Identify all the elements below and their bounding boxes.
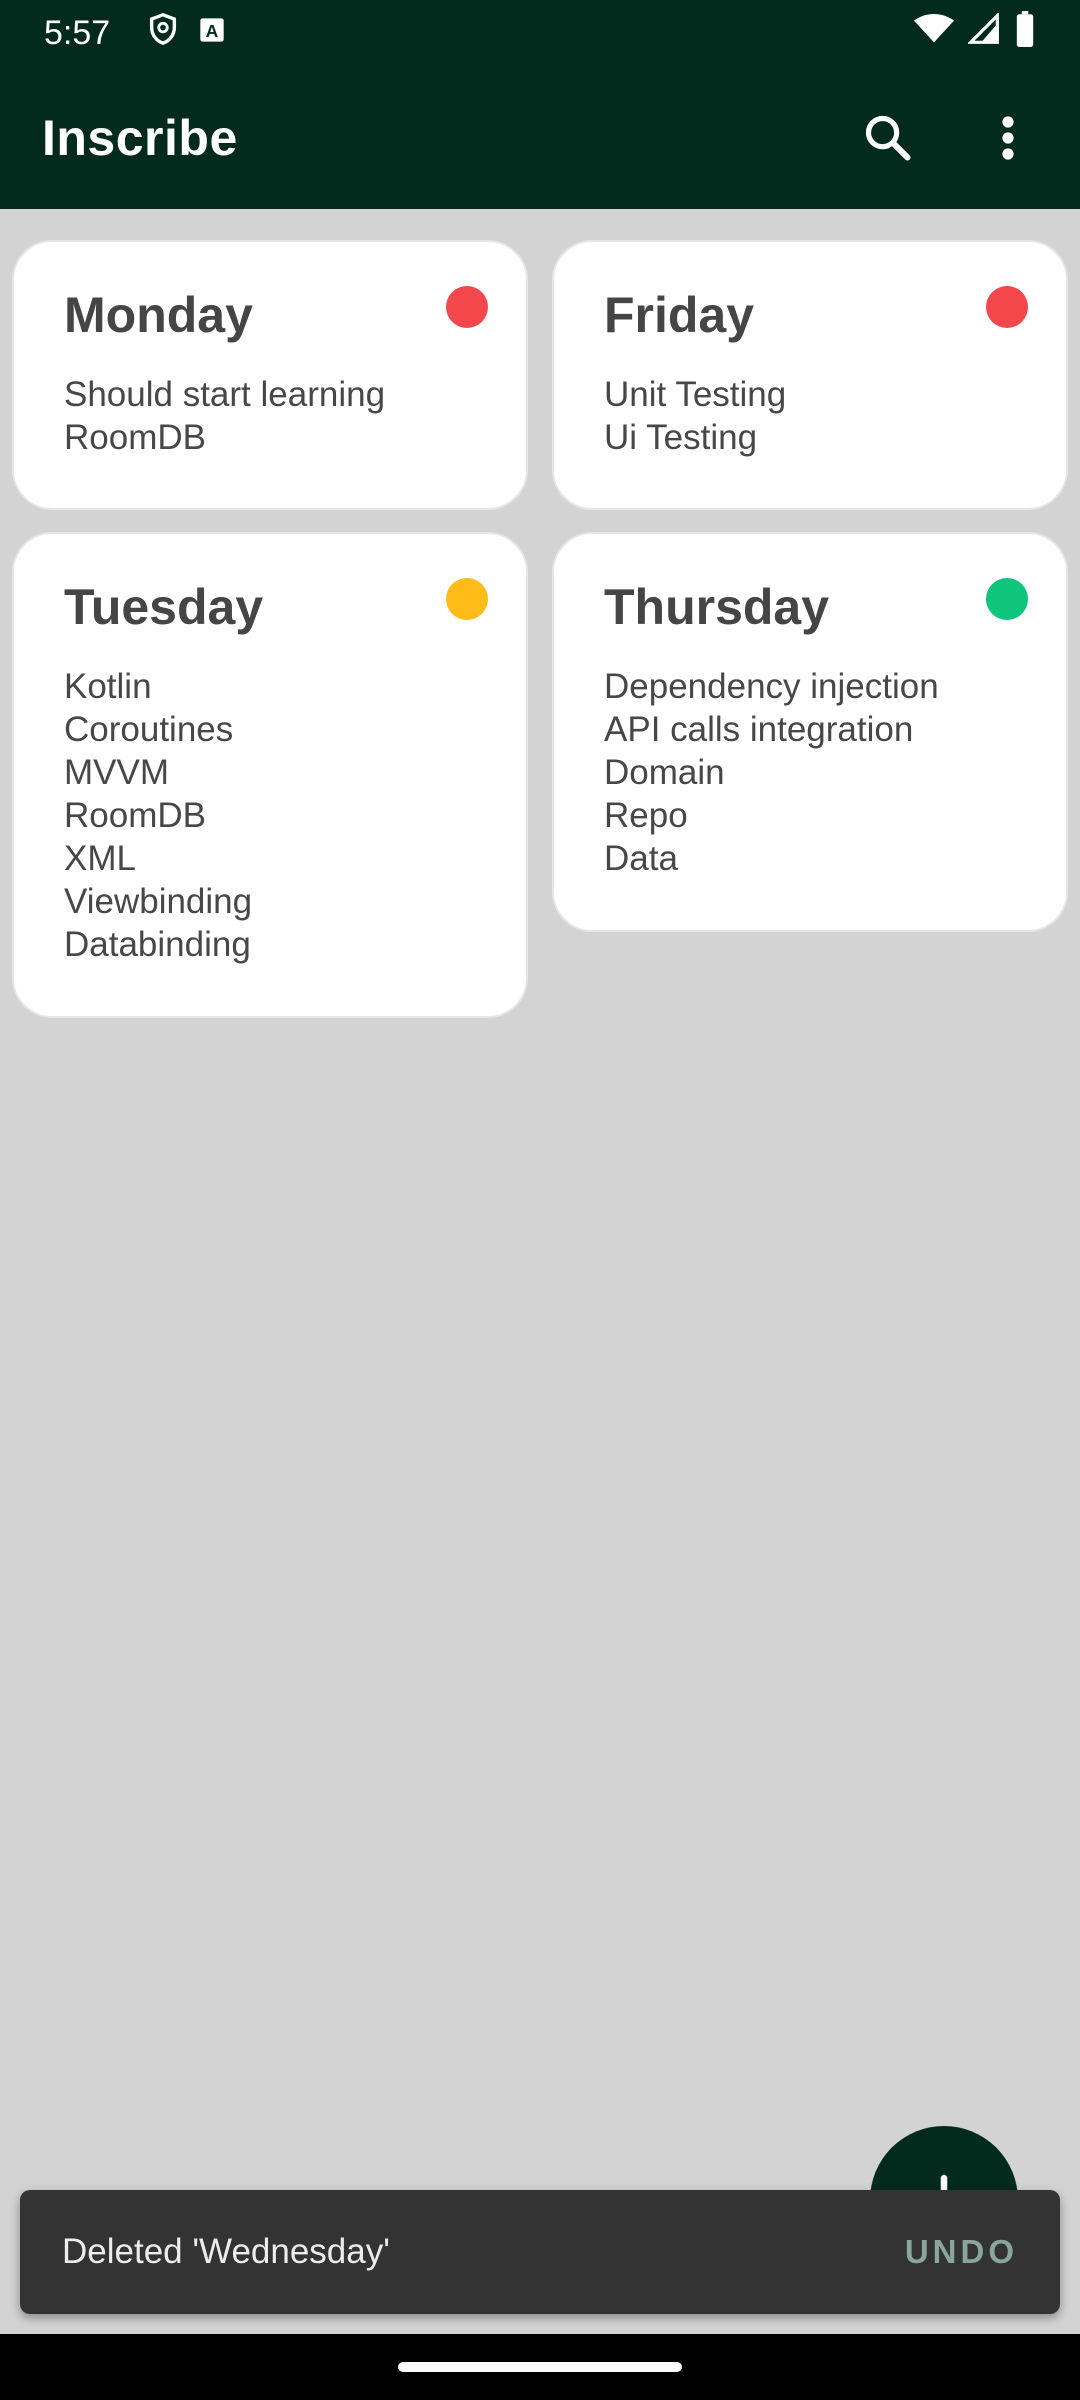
note-card-friday[interactable]: Friday Unit Testing Ui Testing: [552, 240, 1068, 510]
note-body: Unit Testing Ui Testing: [604, 375, 787, 457]
note-card-thursday[interactable]: Thursday Dependency injection API calls …: [552, 532, 1068, 932]
app-bar-actions: [858, 108, 1038, 168]
wifi-icon: [914, 13, 954, 54]
search-icon[interactable]: [858, 108, 918, 168]
shield-icon: [146, 11, 180, 56]
priority-dot: [986, 286, 1028, 328]
navigation-bar: [0, 2334, 1080, 2400]
note-card-monday[interactable]: Monday Should start learning RoomDB: [12, 240, 528, 510]
status-bar-left: 5:57 A: [44, 11, 226, 56]
note-title: Monday: [64, 287, 253, 343]
app-title: Inscribe: [42, 109, 238, 166]
snackbar-message: Deleted 'Wednesday': [62, 2232, 390, 2271]
undo-button[interactable]: UNDO: [904, 2233, 1018, 2270]
more-vert-icon[interactable]: [978, 108, 1038, 168]
note-body: Should start learning RoomDB: [64, 375, 386, 457]
snackbar: Deleted 'Wednesday' UNDO: [20, 2190, 1060, 2314]
svg-text:A: A: [206, 21, 219, 41]
note-title: Thursday: [604, 579, 830, 635]
home-gesture-handle[interactable]: [398, 2362, 682, 2372]
note-title: Friday: [604, 287, 755, 343]
app-bar: Inscribe: [0, 66, 1080, 209]
signal-icon: [966, 11, 1000, 54]
note-card-tuesday[interactable]: Tuesday Kotlin Coroutines MVVM RoomDB XM…: [12, 532, 528, 1018]
note-title: Tuesday: [64, 579, 264, 635]
note-body: Dependency injection API calls integrati…: [604, 667, 939, 878]
priority-dot: [446, 578, 488, 620]
priority-dot: [446, 286, 488, 328]
note-body: Kotlin Coroutines MVVM RoomDB XML Viewbi…: [64, 667, 253, 964]
battery-icon: [1014, 10, 1036, 56]
status-bar-right: [914, 10, 1036, 56]
status-time: 5:57: [44, 13, 111, 52]
priority-dot: [986, 578, 1028, 620]
status-bar: 5:57 A: [0, 0, 1080, 66]
keyboard-a-icon: A: [198, 14, 226, 53]
